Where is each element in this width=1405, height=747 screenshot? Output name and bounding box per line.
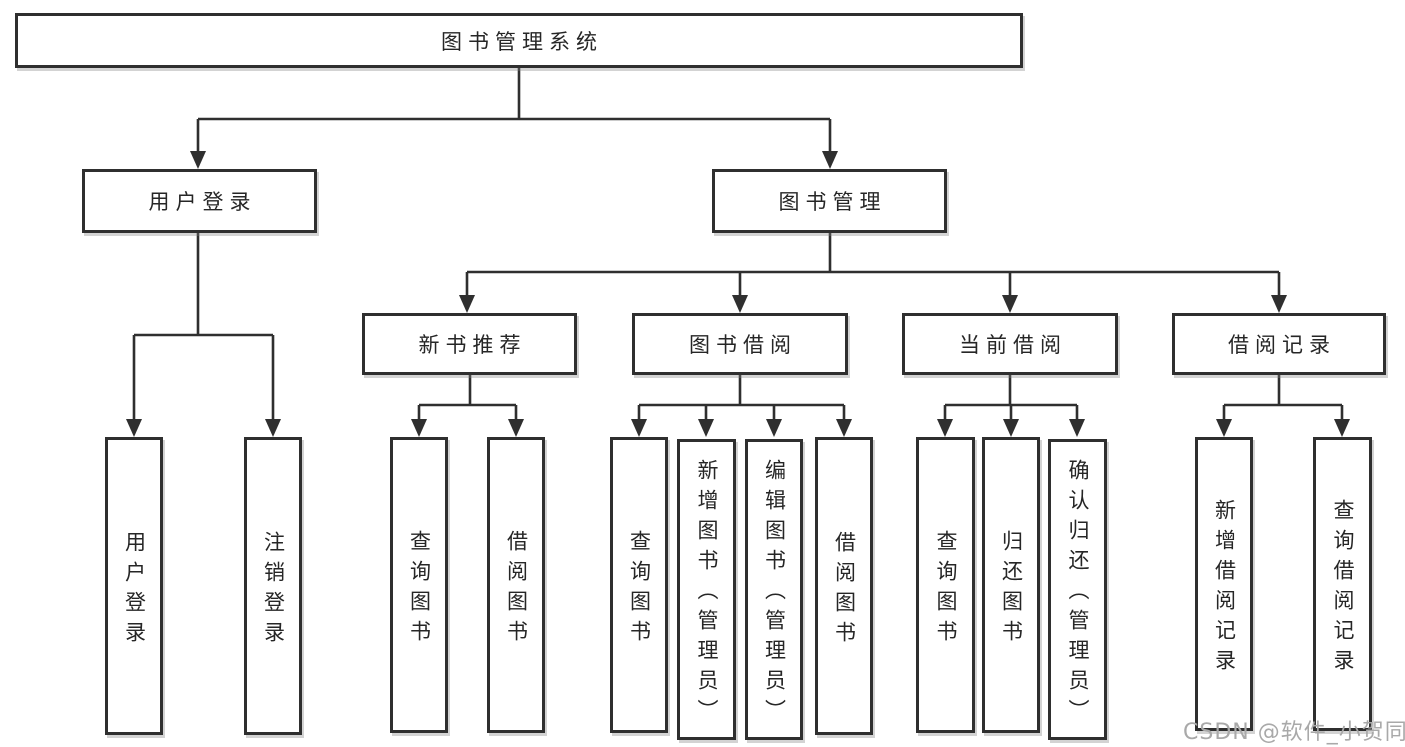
node-label: 新书推荐	[418, 333, 527, 357]
leaf-label: 编辑图书（管理员）	[762, 459, 787, 729]
leaf-query-books-current: 查询图书	[916, 437, 975, 733]
leaf-label: 借阅图书	[832, 530, 857, 651]
leaf-label: 新增图书（管理员）	[695, 459, 719, 729]
node-label: 图书借阅	[689, 333, 797, 357]
leaf-label: 查询图书	[934, 529, 958, 650]
leaf-add-borrow-record: 新增借阅记录	[1195, 437, 1253, 731]
leaf-label: 用户登录	[122, 530, 147, 651]
node-label: 图书管理系统	[441, 29, 603, 54]
leaf-label: 借阅图书	[504, 529, 529, 650]
leaf-add-book-admin: 新增图书（管理员）	[677, 439, 736, 740]
leaf-borrow-books: 借阅图书	[815, 437, 873, 735]
leaf-query-books-borrow: 查询图书	[610, 437, 668, 733]
node-label: 借阅记录	[1228, 333, 1336, 357]
leaf-query-books-recommend: 查询图书	[390, 437, 448, 733]
node-book-borrow: 图书借阅	[632, 313, 848, 375]
leaf-label: 查询图书	[407, 529, 432, 650]
leaf-edit-book-admin: 编辑图书（管理员）	[745, 439, 803, 740]
leaf-borrow-books-recommend: 借阅图书	[487, 437, 545, 733]
node-user-login: 用户登录	[82, 169, 317, 233]
leaf-label: 注销登录	[261, 530, 286, 651]
leaf-logout: 注销登录	[244, 437, 302, 735]
node-label: 当前借阅	[959, 333, 1067, 357]
node-new-book-recommend: 新书推荐	[362, 313, 577, 375]
leaf-label: 查询图书	[627, 529, 652, 650]
node-book-management: 图书管理	[712, 169, 947, 233]
leaf-label: 新增借阅记录	[1212, 498, 1237, 679]
leaf-label: 归还图书	[999, 529, 1024, 650]
leaf-user-login: 用户登录	[105, 437, 163, 735]
leaf-label: 确认归还（管理员）	[1066, 459, 1090, 729]
node-borrow-records: 借阅记录	[1172, 313, 1386, 375]
node-current-borrow: 当前借阅	[902, 313, 1118, 375]
node-label: 图书管理	[778, 190, 887, 214]
node-root: 图书管理系统	[15, 13, 1023, 68]
node-label: 用户登录	[148, 190, 257, 214]
leaf-query-borrow-record: 查询借阅记录	[1313, 437, 1372, 731]
watermark: CSDN @软件_小贺同学	[1183, 720, 1405, 745]
leaf-confirm-return-admin: 确认归还（管理员）	[1048, 439, 1107, 740]
leaf-return-book: 归还图书	[982, 437, 1040, 733]
leaf-label: 查询借阅记录	[1331, 498, 1355, 679]
